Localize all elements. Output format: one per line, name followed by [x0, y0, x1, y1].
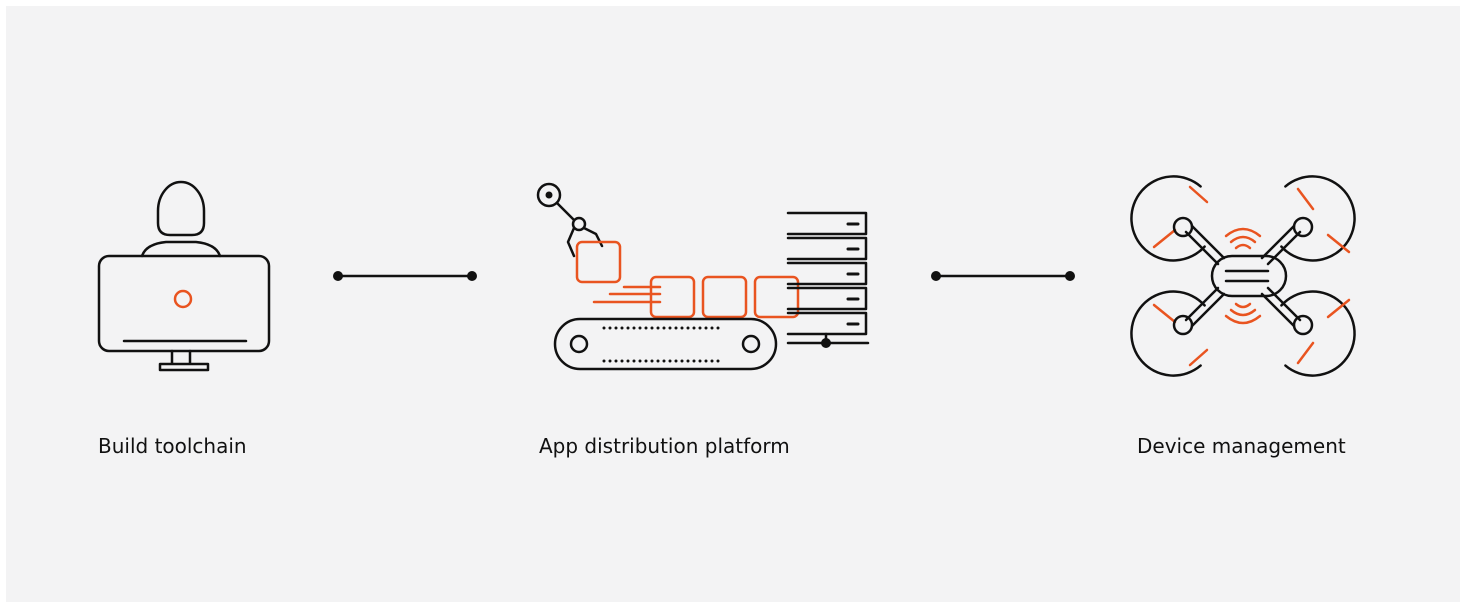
rotor-hubs	[1172, 216, 1314, 336]
connector-build-to-distribution	[333, 271, 477, 281]
package-lifted	[575, 240, 622, 284]
person-shoulders	[140, 240, 222, 258]
node-label-build-toolchain: Build toolchain	[98, 434, 247, 458]
drone-rotor	[1280, 290, 1356, 377]
connector-dot	[931, 271, 941, 281]
signal-waves-icon	[1224, 227, 1262, 325]
robot-arm	[536, 182, 604, 258]
node-label-app-distribution-platform: App distribution platform	[539, 434, 790, 458]
robot-arm-conveyor-server-icon	[536, 182, 870, 371]
developer-at-computer-icon	[97, 180, 271, 372]
drone-rotor	[1130, 290, 1209, 377]
server-rack-icon	[786, 211, 870, 348]
drone-body	[1210, 254, 1288, 298]
node-label-device-management: Device management	[1137, 434, 1346, 458]
package-on-belt	[701, 275, 748, 319]
drone-rotor	[1280, 175, 1356, 262]
person-head	[156, 180, 206, 237]
connector-distribution-to-devices	[931, 271, 1075, 281]
conveyor-belt	[553, 317, 778, 371]
package-on-belt	[753, 275, 800, 319]
power-indicator-icon	[173, 289, 193, 309]
diagram-canvas: Build toolchain App distribution platfor…	[6, 6, 1460, 602]
connector-dot	[333, 271, 343, 281]
monitor-stand	[158, 349, 210, 372]
drone-arms	[1184, 224, 1302, 328]
drone-rotor	[1130, 175, 1209, 262]
connector-dot	[467, 271, 477, 281]
diagram-illustration	[97, 175, 1356, 377]
monitor-frame	[97, 254, 271, 353]
package-on-belt	[649, 275, 696, 319]
connector-dot	[1065, 271, 1075, 281]
drone-icon	[1130, 175, 1356, 377]
